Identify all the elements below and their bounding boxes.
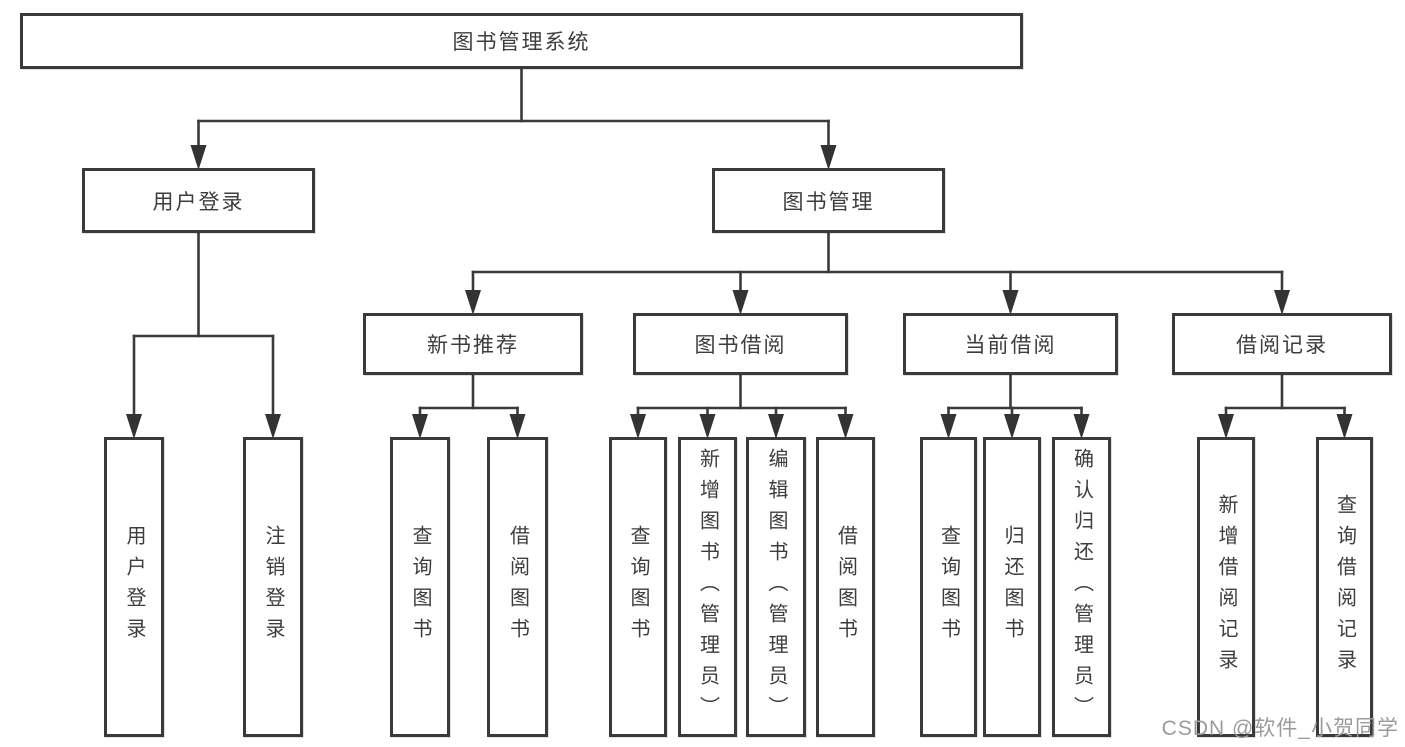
arrowhead-icon [190, 145, 207, 170]
node-current-borrowing: 当前借阅 [903, 313, 1118, 375]
arrowhead-icon [768, 414, 784, 439]
node-label-current-borrowing: 当前借阅 [964, 334, 1057, 357]
node-label-bb-edit-books: 编辑图书（管理员） [765, 447, 787, 727]
node-user-login-leaf: 用户登录 [104, 437, 164, 737]
node-label-borrow-records: 借阅记录 [1236, 334, 1328, 357]
node-label-user-login: 用户登录 [152, 190, 245, 214]
arrowhead-icon [1336, 414, 1353, 439]
arrowhead-icon [1274, 290, 1290, 315]
node-label-user-login-leaf: 用户登录 [123, 525, 145, 649]
node-label-cb-return-books: 归还图书 [1001, 525, 1023, 649]
node-label-bb-borrow-books: 借阅图书 [834, 525, 857, 649]
node-label-bb-query-books: 查询图书 [627, 525, 649, 649]
watermark: CSDN @软件_小贺同学 [1161, 717, 1399, 740]
arrowhead-icon [630, 414, 646, 439]
node-cb-return-books: 归还图书 [983, 437, 1041, 737]
node-cb-query-books: 查询图书 [920, 437, 977, 737]
node-label-bb-add-books: 新增图书（管理员） [696, 447, 719, 727]
node-nb-borrow-books: 借阅图书 [487, 437, 548, 737]
arrowhead-icon [1073, 414, 1090, 439]
arrowhead-icon [509, 414, 526, 439]
node-label-book-management: 图书管理 [782, 190, 875, 214]
node-label-book-borrowing: 图书借阅 [694, 334, 787, 357]
arrowhead-icon [837, 414, 854, 439]
node-label-cb-query-books: 查询图书 [937, 525, 960, 649]
node-book-management: 图书管理 [712, 168, 945, 233]
node-br-query-record: 查询借阅记录 [1316, 437, 1373, 737]
node-new-book-recommend: 新书推荐 [363, 313, 583, 375]
node-label-logout-leaf: 注销登录 [262, 525, 284, 649]
node-label-nb-query-books: 查询图书 [409, 525, 431, 649]
node-cb-confirm-return: 确认归还（管理员） [1052, 437, 1111, 737]
arrowhead-icon [1002, 290, 1019, 315]
node-bb-add-books: 新增图书（管理员） [678, 437, 737, 737]
node-label-cb-confirm-return: 确认归还（管理员） [1070, 447, 1093, 727]
arrowhead-icon [732, 290, 749, 315]
arrowhead-icon [412, 414, 428, 439]
arrowhead-icon [126, 414, 142, 439]
node-br-add-record: 新增借阅记录 [1197, 437, 1255, 737]
node-label-root: 图书管理系统 [452, 31, 591, 54]
node-logout-leaf: 注销登录 [243, 437, 303, 737]
node-book-borrowing: 图书借阅 [633, 313, 848, 375]
arrowhead-icon [465, 290, 481, 315]
node-bb-query-books: 查询图书 [609, 437, 667, 737]
arrowhead-icon [1004, 414, 1020, 439]
node-borrow-records: 借阅记录 [1172, 313, 1392, 375]
arrowhead-icon [265, 414, 281, 439]
node-label-br-query-record: 查询借阅记录 [1333, 494, 1356, 680]
node-label-nb-borrow-books: 借阅图书 [506, 525, 529, 649]
node-bb-borrow-books: 借阅图书 [816, 437, 875, 737]
node-nb-query-books: 查询图书 [390, 437, 450, 737]
node-bb-edit-books: 编辑图书（管理员） [746, 437, 806, 737]
arrowhead-icon [820, 145, 837, 170]
arrowhead-icon [1218, 414, 1234, 439]
node-root: 图书管理系统 [20, 13, 1023, 69]
node-user-login: 用户登录 [82, 168, 315, 233]
node-label-new-book-recommend: 新书推荐 [427, 334, 519, 357]
arrowhead-icon [699, 414, 716, 439]
arrowhead-icon [940, 414, 957, 439]
node-label-br-add-record: 新增借阅记录 [1215, 494, 1237, 680]
